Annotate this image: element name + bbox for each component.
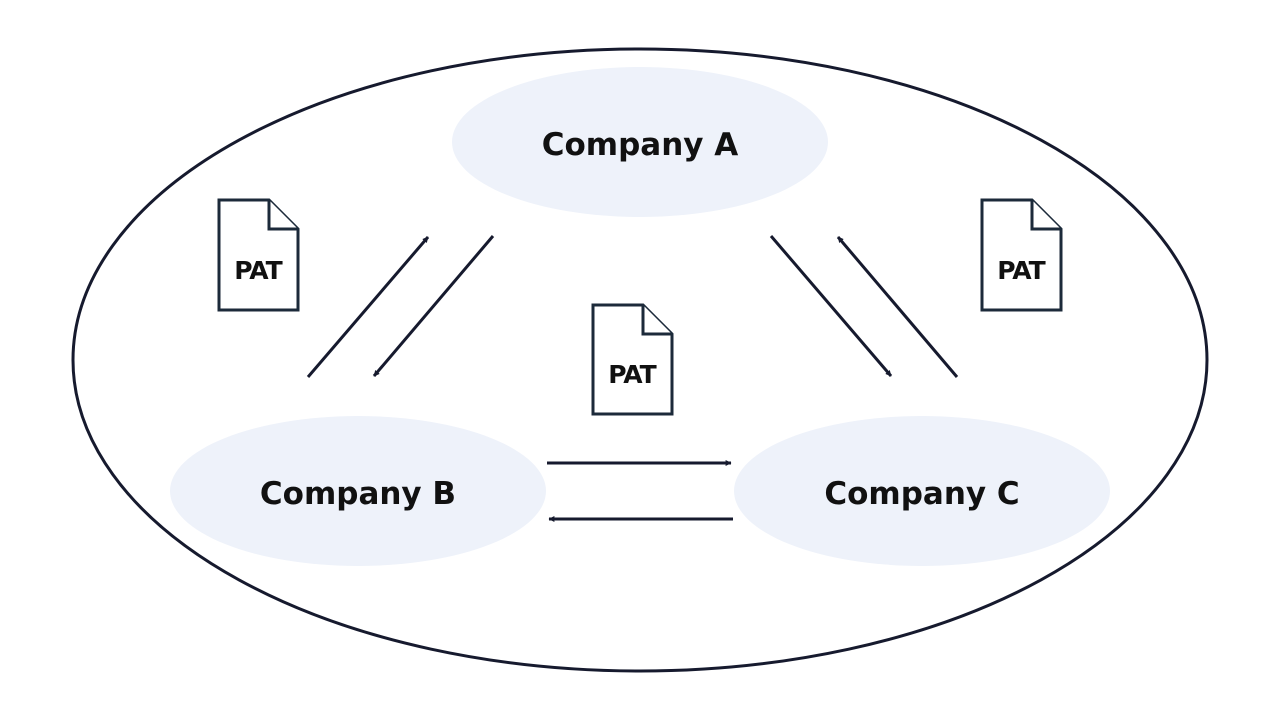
- document-icon-left: PAT: [217, 198, 300, 312]
- document-icon-center: PAT: [591, 303, 674, 416]
- document-left-shape: [217, 198, 300, 312]
- company-a-ellipse: [452, 67, 828, 217]
- arrow-b-to-a: [306, 236, 430, 378]
- document-center-fold: [641, 305, 672, 336]
- document-right-fold: [1030, 200, 1061, 231]
- company-c-ellipse: [734, 416, 1110, 566]
- arrow-a-to-b: [372, 235, 495, 377]
- arrow-a-to-c: [769, 235, 893, 377]
- document-right-shape: [980, 198, 1063, 312]
- network-boundary: [71, 47, 1209, 673]
- company-b-ellipse: [170, 416, 546, 566]
- company-a-node: Company A: [452, 67, 828, 217]
- company-a-label: Company A: [542, 127, 739, 163]
- company-b-node: Company B: [170, 416, 546, 566]
- document-right-label: PAT: [997, 256, 1045, 285]
- company-b-label: Company B: [260, 476, 456, 512]
- document-left-label: PAT: [234, 256, 282, 285]
- arrow-c-to-a: [836, 236, 959, 378]
- document-left-fold: [267, 200, 298, 231]
- company-c-label: Company C: [824, 476, 1019, 512]
- company-c-node: Company C: [734, 416, 1110, 566]
- document-center-label: PAT: [608, 360, 656, 389]
- document-icon-right: PAT: [980, 198, 1063, 312]
